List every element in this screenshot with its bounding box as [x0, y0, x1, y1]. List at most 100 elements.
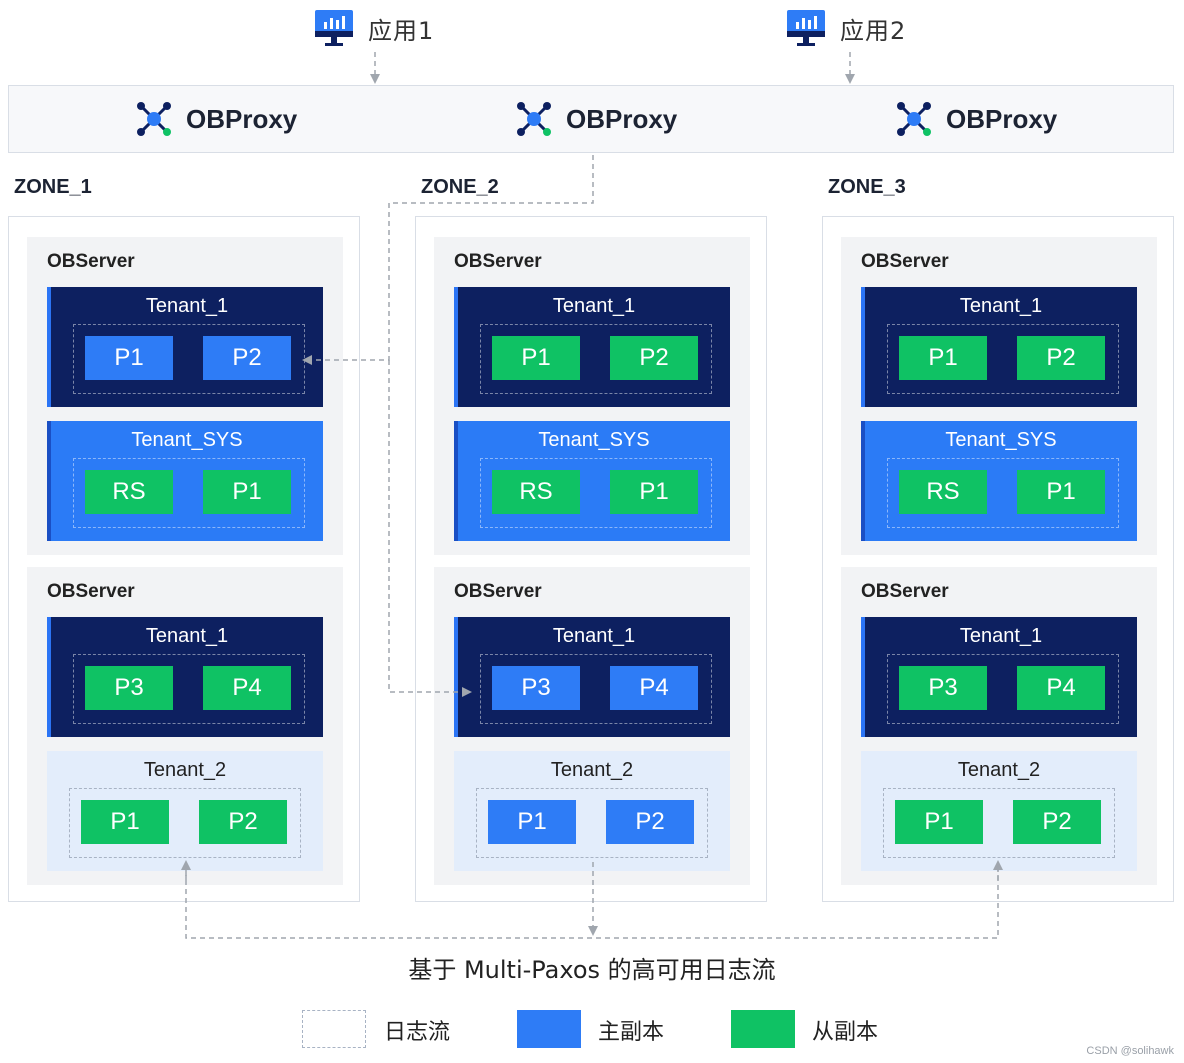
- follower-replica: P1: [1017, 470, 1105, 514]
- proxy-network-icon: [897, 102, 931, 136]
- follower-replica: RS: [899, 470, 987, 514]
- primary-replica: P2: [203, 336, 291, 380]
- monitor-chart-icon: [787, 10, 825, 46]
- proxy-label: OBProxy: [946, 103, 1058, 134]
- diagram-caption: 基于 Multi-Paxos 的高可用日志流: [408, 956, 776, 984]
- primary-replica: P1: [488, 800, 576, 844]
- follower-replica: P1: [610, 470, 698, 514]
- primary-replica: P2: [606, 800, 694, 844]
- legend-label-primary: 主副本: [598, 1020, 665, 1045]
- proxy-label: OBProxy: [566, 103, 678, 134]
- proxy-label: OBProxy: [186, 103, 298, 134]
- observer-title: OBServer: [861, 581, 949, 602]
- log-stream-outline: [480, 458, 712, 528]
- app-2: 应用2: [786, 6, 906, 50]
- tenant-title: Tenant_1: [959, 295, 1043, 317]
- follower-replica: P4: [1017, 666, 1105, 710]
- follower-replica: P1: [203, 470, 291, 514]
- tenant-title: Tenant_2: [143, 759, 227, 781]
- tenant-title: Tenant_SYS: [538, 429, 650, 451]
- follower-replica: P1: [899, 336, 987, 380]
- tenant-title: Tenant_1: [552, 625, 636, 647]
- observer-title: OBServer: [454, 251, 542, 272]
- observer-title: OBServer: [454, 581, 542, 602]
- follower-replica: P3: [899, 666, 987, 710]
- legend-swatch-follower: [731, 1010, 795, 1048]
- follower-replica: P2: [1017, 336, 1105, 380]
- log-stream-outline: [883, 788, 1115, 858]
- proxy-1: OBProxy: [136, 99, 297, 139]
- app-label: 应用1: [368, 16, 435, 45]
- proxy-network-icon: [137, 102, 171, 136]
- proxy-network-icon: [517, 102, 551, 136]
- monitor-chart-icon: [315, 10, 353, 46]
- legend-swatch-log-stream: [302, 1010, 366, 1048]
- app-1: 应用1: [314, 6, 434, 50]
- observer-title: OBServer: [47, 251, 135, 272]
- app-label: 应用2: [840, 16, 907, 45]
- legend-swatch-primary: [517, 1010, 581, 1048]
- watermark: CSDN @solihawk: [1086, 1045, 1174, 1057]
- follower-replica: P3: [85, 666, 173, 710]
- log-stream-outline: [887, 458, 1119, 528]
- zone-3-title: ZONE_3: [828, 176, 906, 198]
- log-stream-outline: [476, 788, 708, 858]
- proxy-bar: OBProxy OBProxy OBProxy: [8, 85, 1174, 153]
- proxy-3: OBProxy: [896, 99, 1057, 139]
- tenant-block: Tenant_SYS RS P1: [47, 421, 323, 541]
- follower-replica: P2: [610, 336, 698, 380]
- follower-replica: P2: [1013, 800, 1101, 844]
- follower-replica: RS: [85, 470, 173, 514]
- tenant-title: Tenant_SYS: [131, 429, 243, 451]
- follower-replica: P2: [199, 800, 287, 844]
- primary-replica: P3: [492, 666, 580, 710]
- log-stream-outline: [69, 788, 301, 858]
- primary-replica: P1: [85, 336, 173, 380]
- primary-replica: P4: [610, 666, 698, 710]
- log-stream-outline: [480, 654, 712, 724]
- tenant-block: Tenant_SYS RS P1: [454, 421, 730, 541]
- log-stream-outline: [887, 324, 1119, 394]
- tenant-title: Tenant_1: [552, 295, 636, 317]
- follower-replica: P1: [895, 800, 983, 844]
- log-stream-outline: [887, 654, 1119, 724]
- log-stream-outline: [73, 458, 305, 528]
- legend-label-log-stream: 日志流: [384, 1020, 451, 1045]
- follower-replica: RS: [492, 470, 580, 514]
- follower-replica: P1: [81, 800, 169, 844]
- tenant-title: Tenant_2: [550, 759, 634, 781]
- tenant-title: Tenant_2: [957, 759, 1041, 781]
- follower-replica: P1: [492, 336, 580, 380]
- zone-2-title: ZONE_2: [421, 176, 499, 198]
- observer-title: OBServer: [47, 581, 135, 602]
- tenant-block: Tenant_SYS RS P1: [861, 421, 1137, 541]
- tenant-title: Tenant_1: [145, 625, 229, 647]
- follower-replica: P4: [203, 666, 291, 710]
- legend-label-follower: 从副本: [812, 1020, 879, 1045]
- tenant-title: Tenant_SYS: [945, 429, 1057, 451]
- zone-1-title: ZONE_1: [14, 176, 92, 198]
- log-stream-outline: [73, 654, 305, 724]
- tenant-title: Tenant_1: [145, 295, 229, 317]
- proxy-2: OBProxy: [516, 99, 677, 139]
- tenant-title: Tenant_1: [959, 625, 1043, 647]
- observer-title: OBServer: [861, 251, 949, 272]
